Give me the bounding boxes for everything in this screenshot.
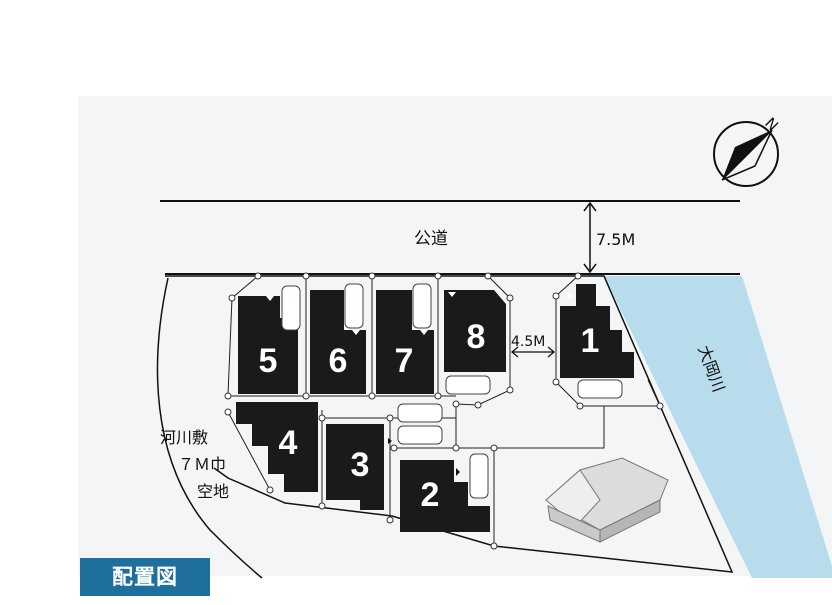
car-plot-8	[445, 375, 491, 395]
building-plot-7	[376, 290, 434, 394]
riverbed-label-3: 空地	[197, 482, 229, 501]
car-plot-3b	[397, 425, 443, 445]
plot-number-8: 8	[467, 318, 486, 356]
building-plot-4	[236, 402, 318, 492]
gap-width-label: 4.5M	[511, 334, 545, 350]
building-plot-6	[310, 290, 366, 394]
car-plot-2	[469, 453, 489, 499]
river-area	[604, 276, 832, 578]
riverbed-edge	[156, 277, 263, 579]
road-width-dimension	[583, 201, 597, 274]
car-plot-3a	[397, 403, 443, 423]
gap-dimension	[510, 346, 556, 358]
plot-number-3: 3	[351, 446, 370, 484]
building-plot-3	[326, 424, 384, 510]
plot-number-6: 6	[329, 342, 348, 380]
car-plot-5	[281, 285, 301, 331]
plot-number-7: 7	[395, 342, 414, 380]
plot-number-4: 4	[279, 424, 298, 462]
public-road-label: 公道	[414, 229, 448, 249]
neighbor-house-icon	[545, 457, 669, 543]
parking-cars	[281, 283, 623, 499]
building-plot-2	[400, 460, 490, 532]
plot-number-1: 1	[581, 322, 600, 360]
entrance-markers	[266, 292, 573, 476]
boundary-markers	[224, 272, 664, 550]
building-plot-8	[444, 290, 506, 372]
layout-plan-badge: 配置図	[80, 558, 210, 596]
road-width-label: 7.5M	[596, 230, 635, 249]
riverbed-label-2: ７Ｍ巾	[178, 455, 226, 474]
riverbed-label-1: 河川敷	[160, 428, 208, 447]
building-plot-1	[560, 284, 634, 378]
plot-number-2: 2	[421, 476, 440, 514]
car-plot-7	[412, 283, 432, 329]
car-plot-6	[344, 283, 364, 329]
car-plot-1	[577, 379, 623, 399]
plot-number-5: 5	[259, 342, 278, 380]
